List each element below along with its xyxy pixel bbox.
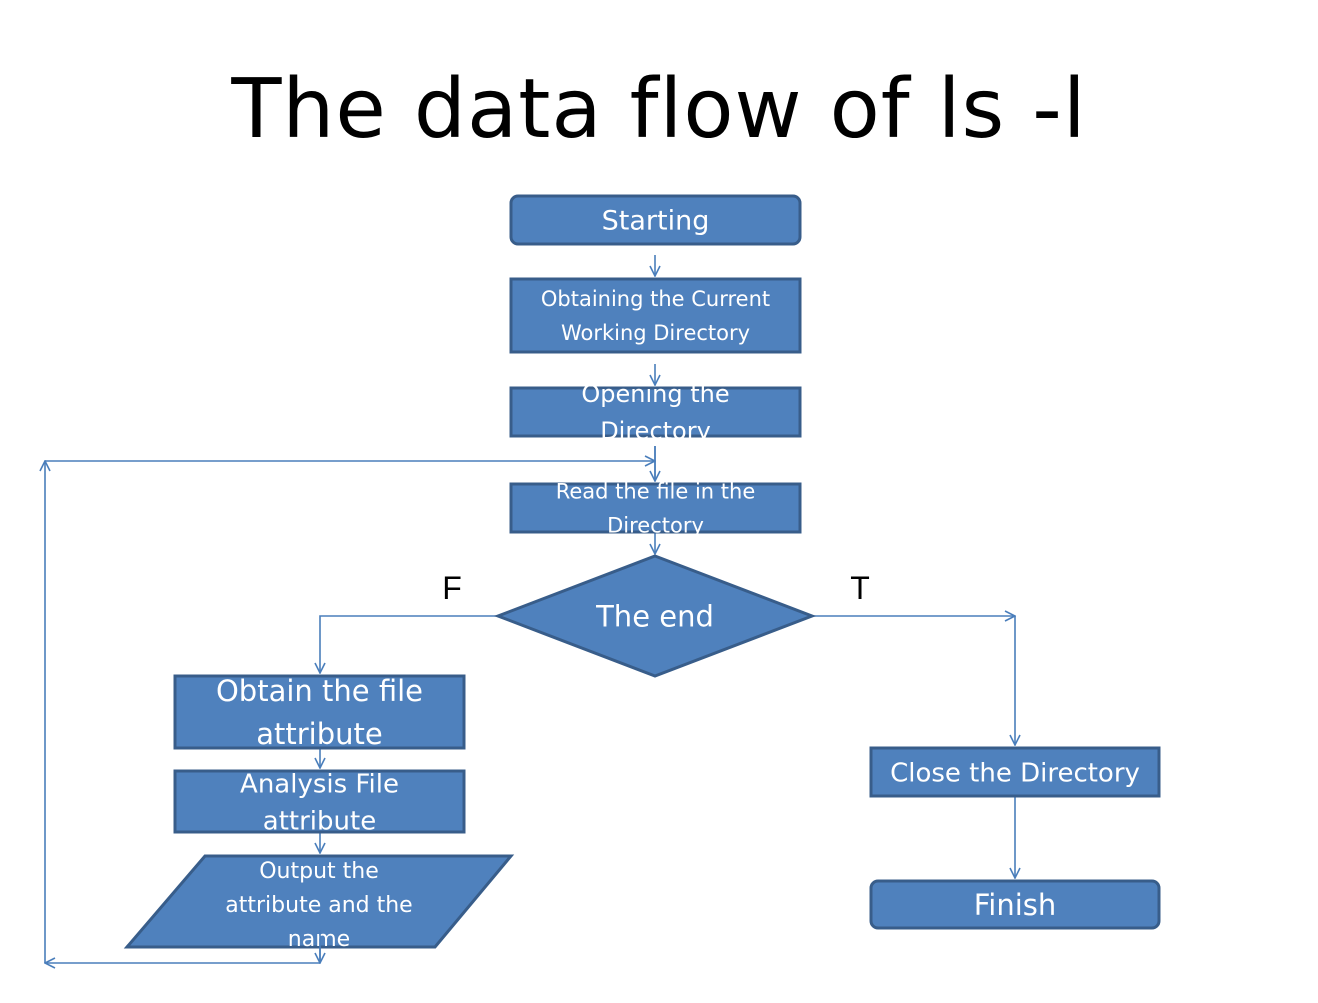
node-label: Analysis File <box>240 769 399 799</box>
node-label: Close the Directory <box>890 758 1140 788</box>
node-label: Working Directory <box>561 321 750 345</box>
node-shape <box>509 277 802 354</box>
connector-arrow <box>320 615 498 673</box>
branch-label-false: F <box>442 570 462 606</box>
branch-label-true: T <box>850 570 870 606</box>
node-label: Obtain the file <box>216 674 423 708</box>
slide-title: The data flow of ls -l <box>231 62 1087 157</box>
node-shape <box>509 386 802 438</box>
node-shape <box>173 674 466 750</box>
node-label: Starting <box>602 206 710 237</box>
node-shape <box>173 769 466 834</box>
node-close-dir: Close the Directory <box>869 746 1161 798</box>
node-label: Opening the <box>581 380 729 408</box>
node-label: attribute and the <box>225 893 412 918</box>
node-label: Directory <box>600 417 711 445</box>
node-shape <box>493 554 817 678</box>
node-shape <box>509 194 802 246</box>
node-shape <box>869 879 1161 930</box>
node-label: attribute <box>256 717 383 751</box>
node-label: Directory <box>607 514 704 538</box>
node-output: Output the attribute and the name <box>123 854 515 952</box>
node-shape <box>509 482 802 534</box>
node-obtain-attr: Obtain the file attribute <box>173 674 466 751</box>
node-analysis-attr: Analysis File attribute <box>173 769 466 836</box>
node-finish: Finish <box>869 879 1161 930</box>
node-shape <box>869 746 1161 798</box>
node-label: Finish <box>974 888 1057 922</box>
node-starting: Starting <box>509 194 802 246</box>
node-label: The end <box>595 599 714 633</box>
node-label: Obtaining the Current <box>541 287 770 311</box>
node-label: attribute <box>263 806 376 836</box>
node-the-end: The end <box>493 554 817 678</box>
node-shape <box>123 854 515 949</box>
node-label: Read the file in the <box>556 480 756 504</box>
node-label: Output the <box>259 859 379 884</box>
node-label: name <box>288 927 350 952</box>
